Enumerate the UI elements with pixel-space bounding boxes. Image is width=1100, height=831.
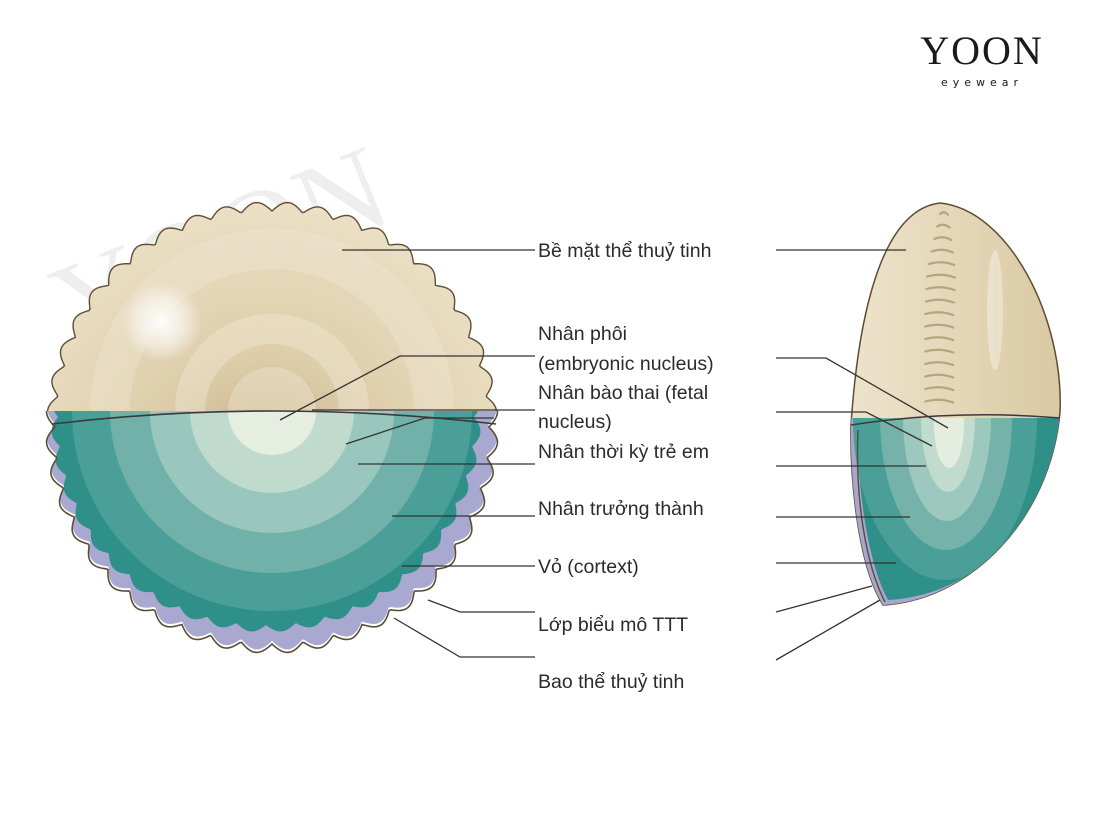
epithelium-ridge	[924, 398, 955, 404]
epithelium-ridge	[924, 386, 955, 392]
brand-subtitle: eyewear	[941, 76, 1023, 89]
epithelium-ridge	[925, 273, 957, 279]
epithelium-ridge	[936, 223, 951, 229]
leader-fetal-left-2	[345, 417, 494, 445]
embryonic-nucleus-layer	[228, 411, 316, 455]
label-adult-nucleus: Nhân trưởng thành	[538, 498, 704, 520]
glare-highlight	[122, 282, 202, 362]
epithelium-ridge	[925, 286, 956, 292]
epithelium-ridge	[924, 361, 955, 367]
brand-logo: YOON eyewear	[920, 28, 1044, 89]
side-embryonic-outer-layer	[921, 418, 975, 492]
label-fetal-nucleus-1: Nhân bào thai (fetal	[538, 382, 708, 404]
leader-embryonic-left	[279, 355, 535, 421]
epithelium-ridge	[930, 248, 954, 254]
label-embryonic-nucleus-1: Nhân phôi	[538, 323, 627, 345]
side-equator-line	[850, 414, 1061, 426]
leader-fetal-right	[776, 411, 933, 447]
label-lens-surface: Bề mặt thể thuỷ tinh	[538, 240, 711, 262]
lens-section-layers	[51, 411, 481, 632]
leader-epithelium-right	[775, 585, 873, 613]
leader-epithelium-left	[427, 599, 535, 613]
side-fetal-layer	[903, 418, 991, 521]
leader-lines	[279, 249, 949, 661]
side-embryonic-layer	[934, 418, 964, 468]
label-embryonic-nucleus-2: (embryonic nucleus)	[538, 353, 714, 375]
lens-front-view	[45, 201, 499, 654]
epithelium-ridge	[924, 311, 955, 317]
label-epithelium: Lớp biểu mô TTT	[538, 614, 688, 636]
lens-side-view	[850, 202, 1061, 606]
epithelium-ridge	[938, 211, 950, 217]
labels: Bề mặt thể thuỷ tinh Nhân phôi (embryoni…	[538, 240, 714, 693]
epithelium-ridge	[933, 236, 953, 242]
label-infantile-nucleus: Nhân thời kỳ trẻ em	[538, 441, 709, 463]
epithelium-ridge	[924, 298, 955, 304]
leader-capsule-left	[393, 617, 535, 658]
epithelium-ridge	[924, 348, 955, 354]
label-fetal-nucleus-2: nucleus)	[538, 411, 612, 433]
label-cortex: Vỏ (cortext)	[538, 556, 639, 578]
epithelium-ridge	[927, 261, 956, 267]
leader-capsule-right	[775, 599, 881, 661]
epithelium-ridge	[924, 323, 955, 329]
epithelium-ridge	[924, 336, 955, 342]
label-capsule: Bao thể thuỷ tinh	[538, 671, 684, 693]
leader-embryonic-right	[776, 357, 949, 429]
epithelium-ridges	[924, 211, 957, 404]
brand-name: YOON	[920, 28, 1044, 73]
epithelium-ridge	[924, 373, 955, 379]
